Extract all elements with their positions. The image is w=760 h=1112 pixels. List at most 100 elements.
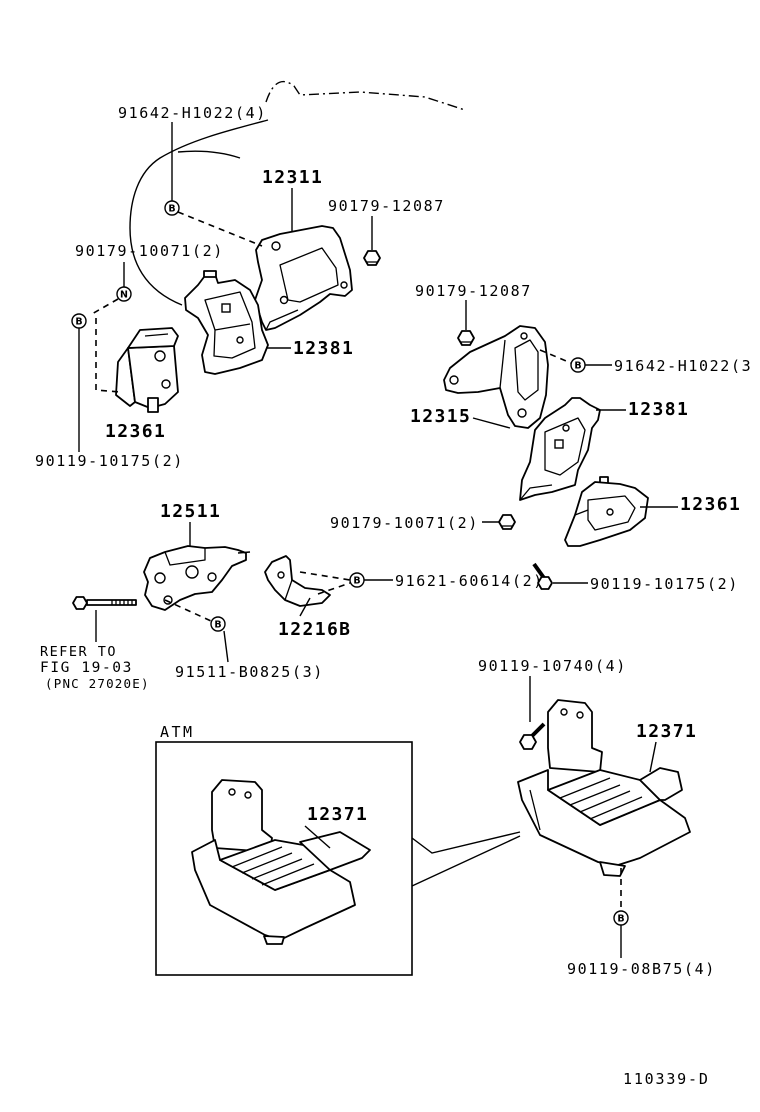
bolt-left-drawing	[72, 596, 137, 610]
bracket-12315-drawing	[443, 325, 549, 429]
nut-90179-12087-upper-drawing	[363, 250, 381, 266]
marker-circle	[613, 910, 629, 926]
mounting-hole	[277, 571, 285, 579]
callout-bolt-90119-10740: 90119-10740(4)	[478, 657, 627, 675]
callout-bolt-91511-b0825: 91511-B0825(3)	[175, 663, 324, 681]
dashed-assembly-line	[299, 571, 351, 581]
insulator-12381-right-flange	[519, 484, 553, 501]
mounting-hole	[340, 281, 348, 289]
bolt-head	[519, 734, 537, 750]
reference-note-line-3: (PNC 27020E)	[45, 676, 150, 691]
atm-inset-label: ATM	[160, 723, 195, 741]
reference-note-line-2: FIG 19-03	[40, 660, 133, 676]
bolt-head	[72, 596, 88, 610]
dashed-assembly-line	[95, 318, 121, 393]
callout-insulator-12371-rear: 12371	[636, 721, 697, 742]
engine-outline	[129, 80, 466, 306]
nut-hex	[457, 330, 475, 346]
dashed-assembly-line	[91, 298, 119, 315]
nut-hex	[363, 250, 381, 266]
bracket-12216b-fold	[284, 579, 293, 601]
nut-marker: N	[116, 286, 132, 302]
bracket-12216b-drawing	[264, 555, 331, 607]
marker-circle	[349, 572, 365, 588]
marker-letter: B	[75, 317, 82, 328]
marker-letter: B	[574, 361, 581, 372]
callout-91642-h1022-qty3: 91642-H1022(3	[614, 357, 752, 375]
bolt-marker: B	[349, 572, 365, 588]
mounting-hole	[517, 408, 527, 418]
mounting-hole	[520, 332, 528, 340]
callout-bracket-12315: 12315	[410, 406, 471, 427]
insulator-12371-rear-plate	[547, 699, 603, 773]
bolt-marker: B	[570, 357, 586, 373]
bolt-marker: B	[210, 616, 226, 632]
mounting-hole	[606, 508, 614, 516]
bracket-12315-slot	[514, 339, 539, 401]
reference-note-line-1: REFER TO	[40, 644, 117, 660]
marker-circle	[570, 357, 586, 373]
callout-nut-90179-12087-right: 90179-12087	[415, 282, 532, 300]
bolt-shaft	[532, 562, 546, 580]
callout-bolt-90119-10175-right: 90119-10175(2)	[590, 575, 739, 593]
mounting-hole	[449, 375, 459, 385]
insulator-12371-rear-lip	[529, 789, 541, 831]
callout-bolt-90119-08b75: 90119-08B75(4)	[567, 960, 716, 978]
leader-line	[472, 417, 511, 429]
bolt-marker: B	[71, 313, 87, 329]
bolt-90119-10175-right-drawing	[532, 562, 553, 590]
insulator-12371-atm-ribs	[231, 846, 315, 886]
mounting-hole	[271, 241, 281, 251]
bolt-head	[537, 576, 553, 590]
bolt-shaft	[530, 722, 546, 738]
dashed-assembly-line	[317, 582, 351, 595]
marker-letter: B	[353, 576, 360, 587]
bracket-12311-drawing	[254, 225, 353, 331]
insulator-12381-left-outline	[184, 276, 269, 375]
bolt-marker: B	[613, 910, 629, 926]
bracket-12216b-outline	[264, 555, 331, 607]
insulator-12361-left-flange	[115, 347, 136, 407]
leader-line	[223, 630, 229, 663]
mounting-hole	[236, 336, 244, 344]
insulator-12381-left-drawing	[184, 270, 269, 375]
marker-circle	[164, 200, 180, 216]
engine-outline-phantom-line	[265, 80, 466, 111]
callout-labels: 91642-H1022(4) 12311 90179-12087 90179-1…	[35, 104, 752, 978]
atm-inset	[155, 741, 521, 976]
mounting-hole	[185, 565, 199, 579]
engine-outline-edge	[177, 150, 241, 159]
mounting-hole	[562, 424, 570, 432]
insulator-12371-atm-stud	[263, 935, 285, 945]
callout-nut-90179-12087-upper: 90179-12087	[328, 197, 445, 215]
callout-nut-90179-10071-middle: 90179-10071(2)	[330, 514, 479, 532]
callout-bracket-12311: 12311	[262, 167, 323, 188]
mounting-hole	[228, 788, 236, 796]
callout-nut-90179-10071-upper: 90179-10071(2)	[75, 242, 224, 260]
bracket-12511-tab	[164, 548, 206, 566]
insulator-12361-left-top	[127, 327, 179, 349]
marker-letter: B	[214, 620, 221, 631]
mounting-hole	[207, 572, 217, 582]
leader-line	[649, 741, 657, 773]
insulator-12371-rear-drawing	[517, 699, 691, 877]
insulator-12381-right-face	[544, 417, 586, 476]
mounting-hole	[560, 708, 568, 716]
mounting-hole	[244, 791, 252, 799]
insulator-12361-right-detail	[574, 509, 589, 516]
insulator-12371-rear-wing	[639, 767, 683, 801]
engine-outline-curve	[129, 119, 269, 306]
insulator-pad	[554, 439, 564, 449]
dashed-assembly-line	[164, 599, 212, 622]
atm-inset-pointer	[411, 831, 521, 887]
nut-90179-12087-right-drawing	[457, 330, 475, 346]
callout-91642-h1022-qty4: 91642-H1022(4)	[118, 104, 267, 122]
callout-insulator-12371-atm: 12371	[307, 804, 368, 825]
insulator-12371-atm-plate	[211, 779, 273, 853]
nut-90179-10071-middle-drawing	[498, 514, 516, 530]
marker-letter: B	[168, 204, 175, 215]
bolt-marker: B	[164, 200, 180, 216]
bracket-12315-outline	[443, 325, 549, 429]
insulator-12381-left-face	[204, 291, 256, 359]
leader-line	[299, 597, 311, 617]
